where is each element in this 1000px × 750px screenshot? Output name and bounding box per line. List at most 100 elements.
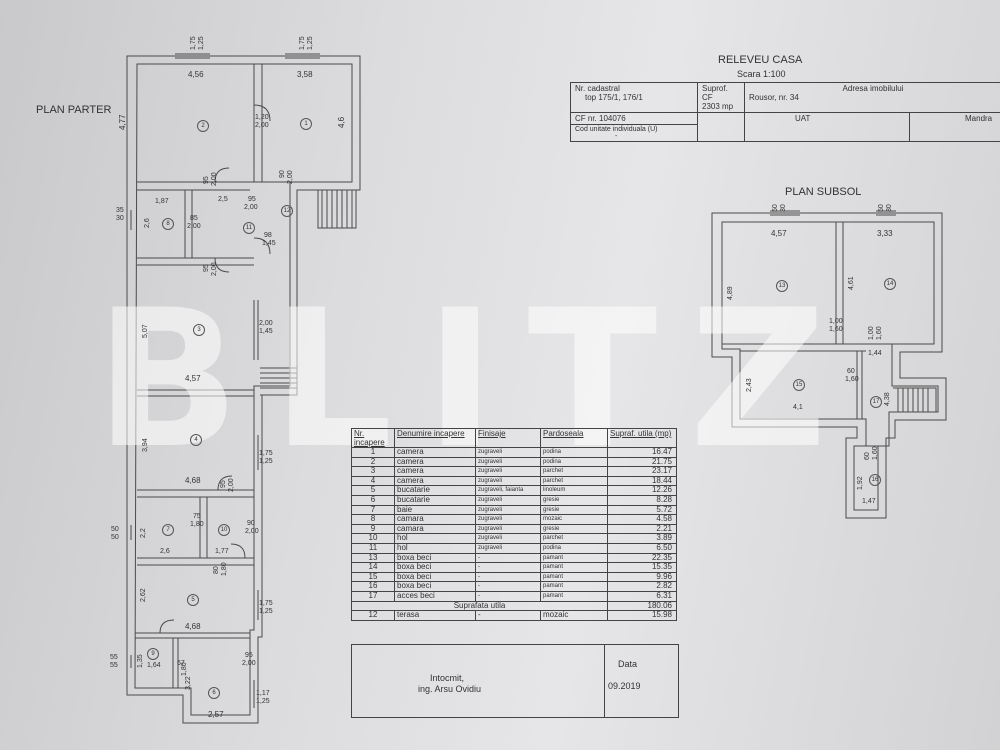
dim-label: 2,00: [211, 262, 218, 276]
dim-label: 50: [878, 204, 885, 212]
room-pardoseala: mozaic: [540, 514, 608, 525]
dim-label: 1,87: [155, 198, 169, 205]
dim-label: 90: [247, 520, 255, 527]
dim-label: 95: [245, 652, 253, 659]
cod-unitate-label: Cod unitate individuala (U): [575, 126, 658, 133]
room-nr: 10: [351, 533, 395, 544]
dim-label: 5,07: [142, 324, 149, 338]
cf-label: CF nr. 104076: [570, 112, 698, 125]
dim-label: 1,17: [256, 690, 270, 697]
room-pardoseala: parchet: [540, 475, 608, 487]
adresa-value: Rousor, nr. 34: [749, 93, 799, 102]
scale-label: Scara 1:100: [737, 69, 786, 79]
dim-label: 1,75: [190, 36, 197, 50]
uat-value: Mandra: [909, 112, 1000, 142]
room-number: 8: [162, 218, 174, 230]
dim-label: 1,25: [198, 36, 205, 50]
room-nr: 16: [351, 581, 395, 592]
document-title: RELEVEU CASA: [718, 54, 803, 66]
room-pardoseala: pamant: [540, 581, 608, 592]
room-pardoseala: pamant: [540, 562, 608, 573]
room-name: hol: [394, 542, 476, 554]
dim-label: 3,33: [877, 229, 893, 238]
room-number: 16: [869, 474, 881, 486]
room-finisaje: zugraveli: [475, 475, 541, 487]
dim-label: 1,00: [829, 318, 843, 325]
dim-label: 95: [203, 176, 210, 184]
dim-label: 2,2: [140, 528, 147, 538]
room-table: Nr. incapere Denumire incapere Finisaje …: [351, 428, 677, 621]
room-number: 5: [187, 594, 199, 606]
terasa-name: terasa: [394, 610, 476, 621]
dim-label: 60: [864, 452, 871, 460]
room-number: 17: [870, 396, 882, 408]
dim-label: 4,56: [188, 70, 204, 79]
dim-label: 2,43: [746, 378, 753, 392]
dim-label: 1,25: [307, 36, 314, 50]
terasa-nr: 12: [351, 610, 395, 621]
dim-label: 35: [116, 207, 124, 214]
terasa-finisaje: -: [475, 610, 541, 621]
adresa-label: Adresa imobilului: [842, 84, 904, 93]
room-number: 2: [197, 120, 209, 132]
room-suprafata: 6.31: [607, 590, 677, 602]
room-finisaje: -: [475, 581, 541, 592]
dim-label: 2,00: [255, 122, 269, 129]
nr-cadastral-label: Nr. cadastral: [575, 84, 620, 93]
dim-label: 4,89: [727, 286, 734, 300]
data-label: Data: [618, 659, 638, 669]
dim-label: 3,94: [142, 438, 149, 452]
room-finisaje: zugraveli: [475, 533, 541, 544]
room-nr: 6: [351, 494, 395, 506]
room-finisaje: zugraveli: [475, 466, 541, 477]
dim-label: 80: [213, 566, 220, 574]
room-number: 7: [162, 524, 174, 536]
room-finisaje: zugraveli: [475, 494, 541, 506]
dim-label: 95: [220, 480, 227, 488]
room-name: camera: [394, 466, 476, 477]
room-nr: 3: [351, 466, 395, 477]
room-nr: 17: [351, 590, 395, 602]
room-pardoseala: parchet: [540, 533, 608, 544]
dim-label: 1,45: [259, 328, 273, 335]
terasa-pardoseala: mozaic: [540, 610, 608, 621]
room-name: boxa beci: [394, 581, 476, 592]
dim-label: 4,68: [185, 622, 201, 631]
room-pardoseala: gresie: [540, 494, 608, 506]
room-number: 9: [147, 648, 159, 660]
dim-label: 1,25: [259, 458, 273, 465]
dim-label: 30: [780, 204, 787, 212]
room-name: bucatarie: [394, 494, 476, 506]
room-pardoseala: pamant: [540, 552, 608, 564]
cod-unitate-value: -: [615, 133, 618, 140]
signature-box: Intocmit, ing. Arsu Ovidiu Data 09.2019: [351, 644, 679, 718]
intocmit-name: ing. Arsu Ovidiu: [418, 684, 482, 694]
dim-label: 2,62: [140, 588, 147, 602]
dim-label: 2,00: [211, 172, 218, 186]
room-nr: 11: [351, 542, 395, 554]
header-denumire: Denumire incapere: [394, 428, 476, 448]
room-suprafata: 8.28: [607, 494, 677, 506]
room-nr: 14: [351, 562, 395, 573]
room-suprafata: 6.50: [607, 542, 677, 554]
room-suprafata: 3.89: [607, 533, 677, 544]
dim-label: 2,57: [208, 710, 224, 719]
room-number: 11: [243, 222, 255, 234]
dim-label: 1,64: [147, 662, 161, 669]
room-pardoseala: podina: [540, 447, 608, 458]
dim-label: 1,20: [255, 114, 269, 121]
dim-label: 1,92: [857, 476, 864, 490]
room-number: 3: [193, 324, 205, 336]
dim-label: 2,00: [259, 320, 273, 327]
